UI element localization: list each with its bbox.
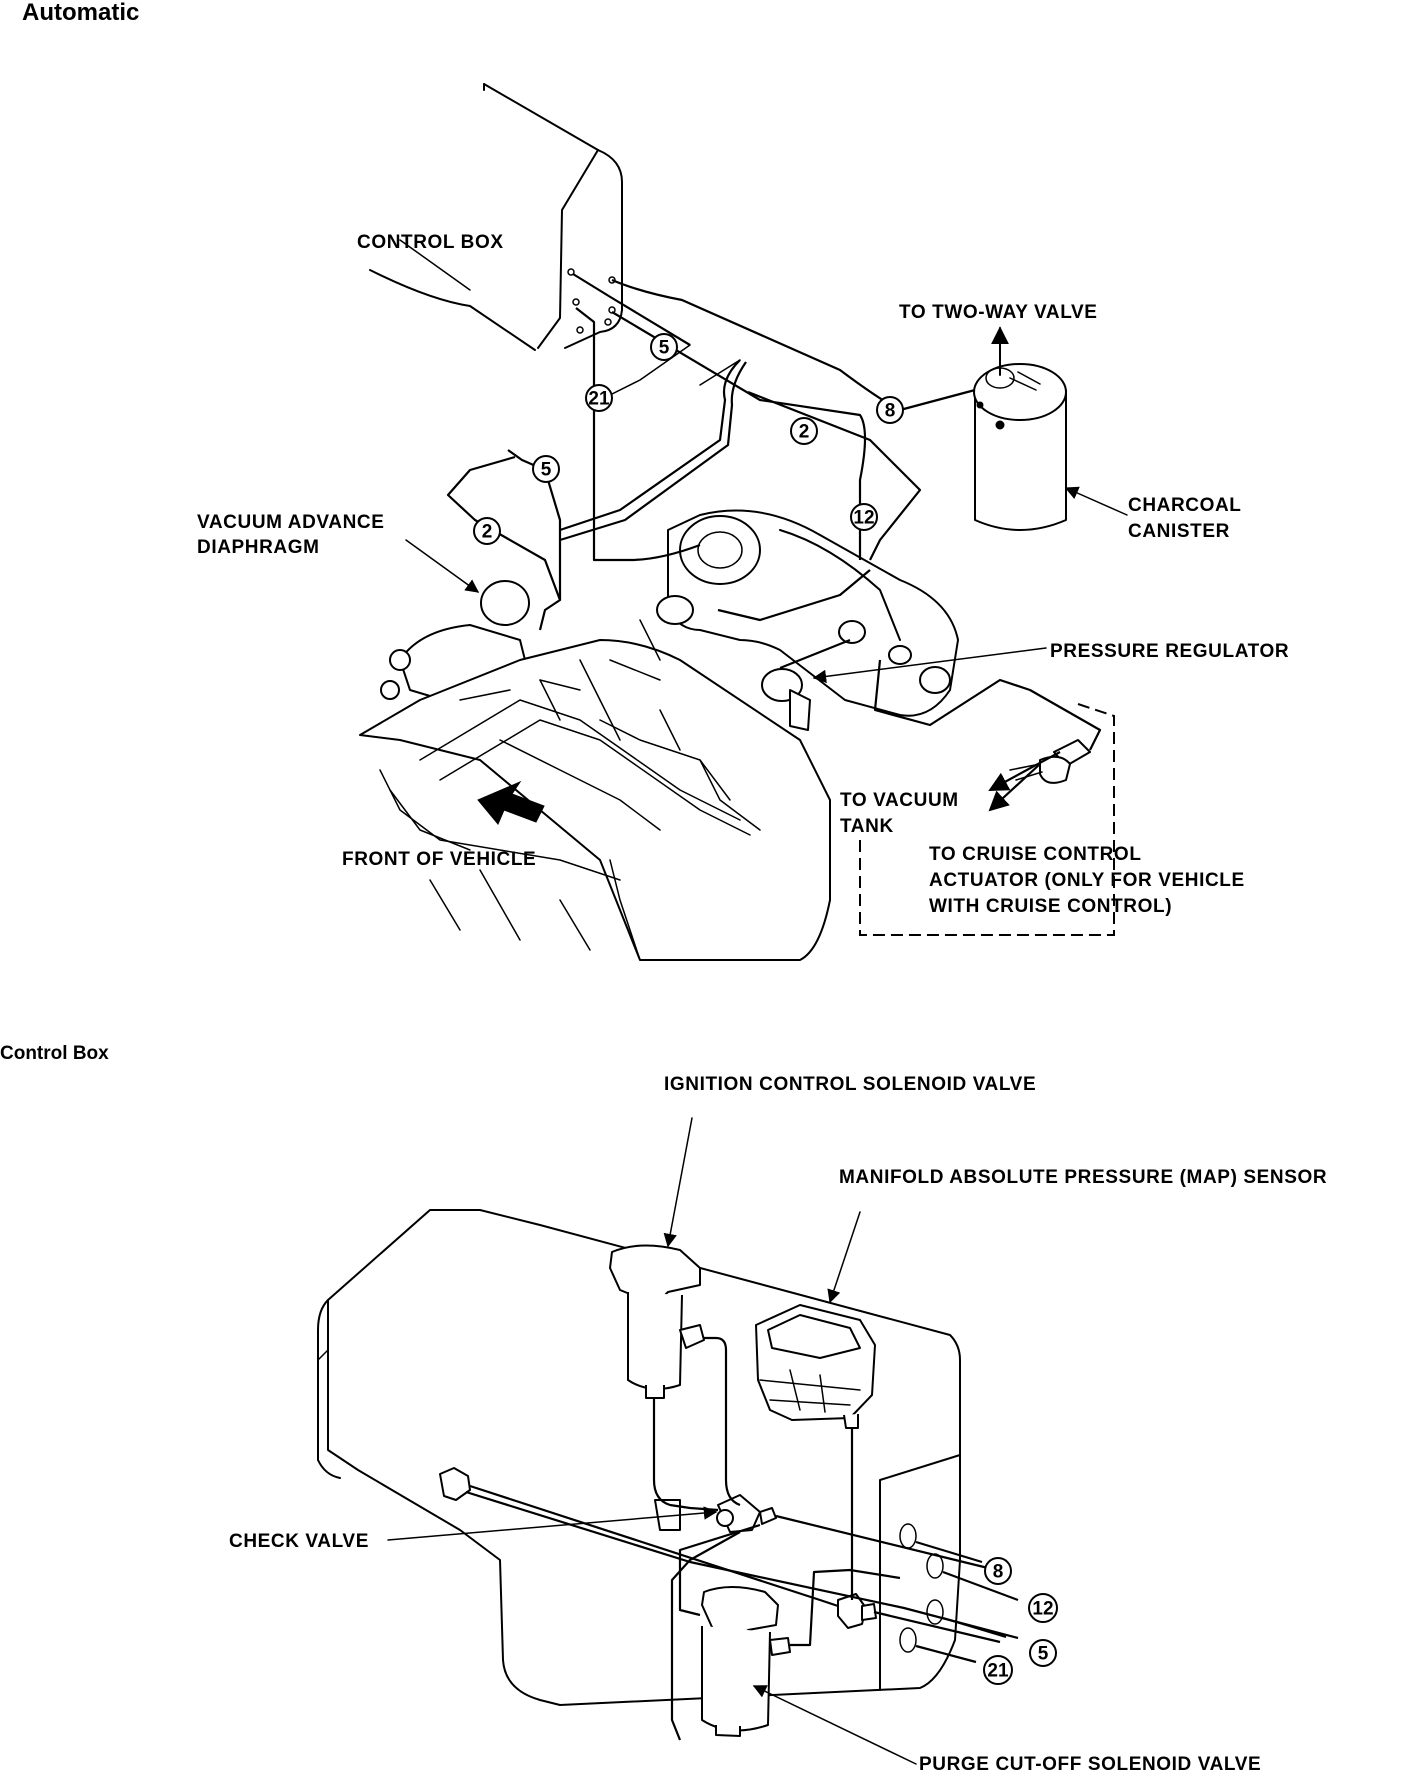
svg-text:2: 2 (799, 422, 810, 443)
label-to-vacuum-tank-line2: TANK (840, 816, 894, 837)
engine-block-drawing (359, 509, 959, 961)
hose-number-5-upper: 5 (650, 333, 678, 361)
control-box-leader-lines (387, 1117, 917, 1765)
svg-text:12: 12 (853, 508, 874, 529)
svg-text:5: 5 (541, 460, 552, 481)
label-to-two-way-valve: TO TWO-WAY VALVE (899, 302, 1098, 323)
cb-hose-number-12: 12 (1028, 1593, 1058, 1623)
label-purge-cutoff-solenoid-valve: PURGE CUT-OFF SOLENOID VALVE (919, 1754, 1261, 1775)
svg-text:5: 5 (1038, 1644, 1049, 1665)
label-ignition-control-solenoid-valve: IGNITION CONTROL SOLENOID VALVE (664, 1074, 1036, 1095)
cb-hose-number-5: 5 (1029, 1639, 1057, 1667)
control-box-labels: IGNITION CONTROL SOLENOID VALVE MANIFOLD… (229, 1074, 1327, 1775)
hose-number-2-right: 2 (790, 417, 818, 445)
label-cruise-control-line3: WITH CRUISE CONTROL) (929, 896, 1172, 917)
control-box-hose-number-markers: 8 12 5 21 (983, 1557, 1058, 1685)
label-cruise-control-line1: TO CRUISE CONTROL (929, 844, 1142, 865)
label-charcoal-canister-line1: CHARCOAL (1128, 495, 1242, 516)
svg-text:12: 12 (1032, 1599, 1053, 1620)
svg-text:8: 8 (993, 1562, 1004, 1583)
control-box-outline-drawing (317, 1209, 961, 1706)
label-check-valve: CHECK VALVE (229, 1531, 369, 1552)
hose-number-5-left: 5 (532, 455, 560, 483)
hose-number-8: 8 (876, 396, 904, 424)
control-box-hoses (465, 1336, 1019, 1741)
top-hose-number-markers: 5 21 8 2 5 12 2 (473, 333, 904, 545)
charcoal-canister-drawing (973, 326, 1067, 531)
section-title-automatic: Automatic (22, 0, 139, 26)
label-front-of-vehicle: FRONT OF VEHICLE (342, 849, 536, 870)
check-valve-drawing (716, 1494, 777, 1533)
label-map-sensor: MANIFOLD ABSOLUTE PRESSURE (MAP) SENSOR (839, 1167, 1327, 1188)
hose-number-2-left: 2 (473, 517, 501, 545)
label-control-box: CONTROL BOX (357, 232, 504, 253)
label-cruise-control-line2: ACTUATOR (ONLY FOR VEHICLE (929, 870, 1245, 891)
svg-text:21: 21 (987, 1661, 1009, 1682)
label-vacuum-advance-line1: VACUUM ADVANCE (197, 512, 385, 533)
hose-number-21: 21 (585, 384, 613, 412)
cb-hose-number-8: 8 (984, 1557, 1012, 1585)
top-labels: CONTROL BOX TO TWO-WAY VALVE CHARCOAL CA… (197, 232, 1289, 917)
map-sensor-drawing (755, 1304, 876, 1429)
control-box-housing-drawing (369, 83, 623, 351)
hose-number-12: 12 (850, 503, 878, 531)
cb-hose-number-21: 21 (983, 1655, 1013, 1685)
purge-cutoff-solenoid-valve-drawing (701, 1586, 791, 1737)
top-leader-lines (405, 486, 1128, 684)
left-port-fitting-drawing (439, 1467, 471, 1501)
svg-text:21: 21 (588, 389, 610, 410)
label-charcoal-canister-line2: CANISTER (1128, 521, 1230, 542)
label-vacuum-advance-line2: DIAPHRAGM (197, 537, 320, 558)
label-to-vacuum-tank-line1: TO VACUUM (840, 790, 959, 811)
svg-text:2: 2 (482, 522, 493, 543)
svg-text:8: 8 (885, 401, 896, 422)
ignition-control-solenoid-valve-drawing (609, 1244, 705, 1399)
section-title-control-box: Control Box (0, 1043, 109, 1064)
tee-fitting-drawing (837, 1593, 877, 1629)
svg-text:5: 5 (659, 338, 670, 359)
label-pressure-regulator: PRESSURE REGULATOR (1050, 641, 1289, 662)
cruise-control-check-valve-drawing (1009, 739, 1091, 784)
